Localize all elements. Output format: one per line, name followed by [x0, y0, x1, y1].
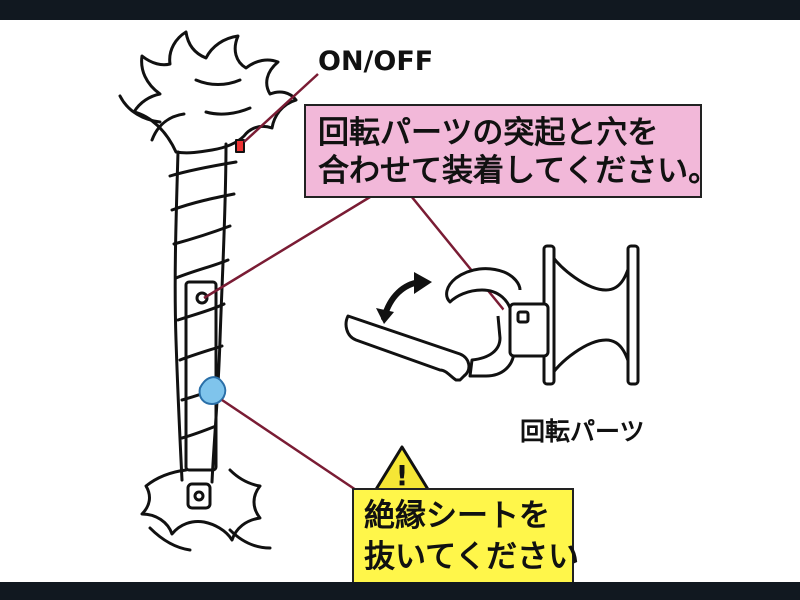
warning-line-2: 抜いてください	[364, 539, 580, 575]
insulation-sheet-marker	[198, 376, 227, 406]
instruction-callout: 回転パーツの突起と穴を 合わせて装着してください。	[304, 104, 720, 198]
on-off-label: ON/OFF	[318, 46, 434, 77]
instruction-line-2: 合わせて装着してください。	[318, 153, 720, 189]
leader-line-rotating-part	[203, 178, 513, 321]
bottom-letterbox-bar	[0, 582, 800, 600]
top-letterbox-bar	[0, 0, 800, 20]
warning-callout: 絶縁シートを 抜いてください	[352, 488, 580, 586]
leader-line-switch	[243, 73, 319, 143]
toy-sword-illustration	[118, 30, 298, 552]
instruction-line-1: 回転パーツの突起と穴を	[318, 115, 659, 151]
warning-triangle-icon: !	[373, 445, 431, 493]
warning-line-1: 絶縁シートを	[364, 498, 550, 534]
instruction-illustration: ON/OFF 回転パーツの突起と穴を 合わせて装着してください。 回転パーツ !…	[0, 20, 800, 586]
rotate-arrow-icon	[376, 272, 432, 324]
illustration-canvas	[118, 30, 640, 552]
rotating-part-illustration	[344, 244, 640, 386]
warning-symbol: !	[396, 459, 409, 492]
rotating-part-label: 回転パーツ	[520, 417, 645, 446]
leader-line-insulation	[221, 398, 357, 492]
